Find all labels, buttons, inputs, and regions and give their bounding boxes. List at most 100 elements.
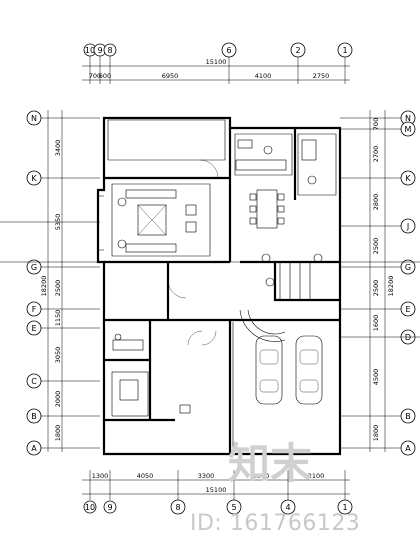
axis-bubble-left-F: F [26, 301, 42, 317]
axis-bubble-top-6: 6 [221, 42, 237, 58]
axis-bubble-left-N: N [26, 110, 42, 126]
svg-text:8: 8 [175, 503, 180, 512]
bottom-dimension-lines: 1300 4050 3300 3300 2100 15100 [82, 472, 350, 495]
armchair-1 [185, 204, 197, 216]
svg-text:E: E [31, 324, 36, 333]
axis-bubble-left-K: K [26, 170, 42, 186]
bottom-total-dimension: 15100 [206, 486, 227, 494]
svg-text:4: 4 [285, 503, 290, 512]
left-dim-1800: 1800 [54, 425, 62, 442]
axis-bubble-right-E: E [400, 301, 416, 317]
right-dim-1800: 1800 [372, 425, 380, 442]
top-dim-4100: 4100 [255, 72, 272, 80]
svg-text:9: 9 [97, 46, 102, 55]
left-dim-2000: 2000 [54, 391, 62, 408]
svg-text:C: C [31, 377, 37, 386]
svg-text:B: B [405, 412, 411, 421]
top-dim-2750: 2750 [313, 72, 330, 80]
axis-bubble-right-M: M [400, 121, 416, 137]
axis-bubble-left-A: A [26, 440, 42, 456]
svg-text:知末: 知末 [228, 439, 312, 488]
svg-text:ID: 161766123: ID: 161766123 [190, 511, 360, 536]
axis-bubble-bottom-9: 9 [103, 500, 117, 514]
right-dim-2700: 2700 [372, 146, 380, 163]
dining-table [256, 189, 278, 229]
watermark-logo: 知末 [228, 439, 312, 488]
left-dim-1150: 1150 [54, 310, 62, 327]
svg-text:N: N [405, 114, 411, 123]
sofa-top [125, 189, 177, 199]
axis-bubble-bottom-8: 8 [170, 499, 186, 515]
top-dim-6950: 6950 [162, 72, 179, 80]
right-dim-2500b: 2500 [372, 280, 380, 297]
svg-text:K: K [31, 174, 37, 183]
svg-text:6: 6 [226, 46, 231, 55]
top-axis-bubbles: 10 9 8 6 2 1 [83, 42, 353, 58]
top-dimension-lines: 15100 700 600 6950 4100 2750 [82, 58, 350, 81]
svg-text:J: J [406, 222, 409, 231]
axis-bubble-right-G: G [400, 259, 416, 275]
top-axis-leaders [89, 56, 346, 84]
axis-bubble-right-K: K [400, 170, 416, 186]
svg-text:A: A [405, 444, 411, 453]
axis-bubble-bottom-10: 10 [83, 500, 97, 514]
axis-bubble-left-G: G [26, 259, 42, 275]
car-right [295, 335, 323, 405]
armchair-2 [185, 221, 197, 233]
left-axis-bubbles: N K G F E C B A [26, 110, 42, 456]
svg-text:A: A [31, 444, 37, 453]
right-dim-2800: 2800 [372, 194, 380, 211]
svg-text:B: B [31, 412, 37, 421]
right-dim-2500a: 2500 [372, 238, 380, 255]
svg-text:N: N [31, 114, 37, 123]
furniture [111, 139, 323, 417]
left-dim-3050: 3050 [54, 347, 62, 364]
svg-text:8: 8 [107, 46, 112, 55]
axis-bubble-left-C: C [26, 373, 42, 389]
axis-bubble-top-8: 8 [103, 43, 117, 57]
left-dim-2500: 2500 [54, 280, 62, 297]
svg-text:9: 9 [107, 503, 112, 512]
right-total-dimension: 18200 [387, 276, 395, 297]
right-dim-4500: 4500 [372, 369, 380, 386]
axis-bubble-right-B: B [400, 408, 416, 424]
coffee-table [137, 204, 167, 236]
axis-bubble-left-E: E [26, 320, 42, 336]
axis-bubble-left-B: B [26, 408, 42, 424]
svg-text:2: 2 [295, 46, 300, 55]
building-walls [96, 116, 342, 456]
top-dim-600: 600 [99, 72, 111, 80]
svg-text:M: M [405, 125, 412, 134]
toilet [307, 175, 317, 185]
svg-text:10: 10 [85, 46, 95, 55]
left-total-dimension: 18200 [40, 276, 48, 297]
right-dim-700: 700 [372, 118, 380, 130]
right-dimension-lines: 18200 700 2700 2800 2500 2500 1600 4500 … [369, 110, 395, 452]
watermark-id: ID: 161766123 [190, 511, 360, 536]
top-total-dimension: 15100 [206, 58, 227, 66]
svg-text:D: D [405, 333, 411, 342]
axis-bubble-right-A: A [400, 440, 416, 456]
bottom-dim-2100: 2100 [308, 472, 325, 480]
right-axis-bubbles: N M K J G E D B A [400, 110, 416, 456]
sofa-bottom [125, 243, 177, 253]
car-left [255, 335, 283, 405]
horizontal-axis-leaders [0, 117, 420, 449]
bathtub [301, 139, 317, 161]
axis-bubble-top-2: 2 [290, 42, 306, 58]
left-dim-3400: 3400 [54, 140, 62, 157]
right-dim-1600: 1600 [372, 315, 380, 332]
bottom-dim-1300: 1300 [92, 472, 109, 480]
left-dimension-lines: 18200 3400 5350 2500 1150 3050 2000 1800 [40, 110, 63, 452]
svg-text:1: 1 [342, 46, 347, 55]
top-dim-700: 700 [89, 72, 101, 80]
axis-bubble-bottom-5: 5 [226, 499, 242, 515]
svg-text:10: 10 [85, 503, 95, 512]
bottom-dim-4050: 4050 [137, 472, 154, 480]
svg-text:K: K [405, 174, 411, 183]
axis-bubble-top-1: 1 [337, 42, 353, 58]
axis-bubble-right-J: J [400, 218, 416, 234]
svg-text:F: F [32, 305, 37, 314]
svg-text:G: G [405, 263, 411, 272]
